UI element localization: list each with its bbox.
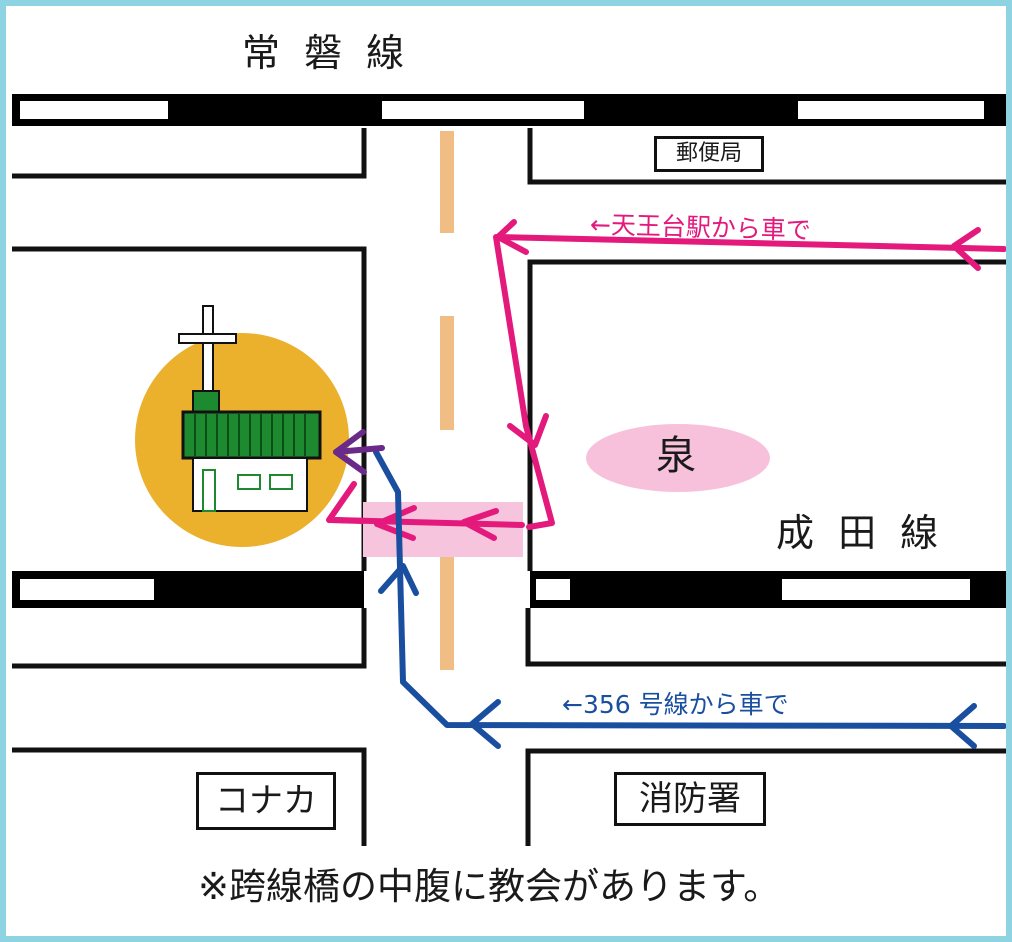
street-blocks: [12, 128, 1006, 846]
post-office-label: 郵便局: [654, 136, 764, 172]
pink-route: [326, 219, 1006, 541]
joban-railway: [12, 94, 1006, 126]
blue-route: [373, 449, 1006, 749]
church-entrance-arrow: [333, 429, 385, 475]
road-center-line: [440, 131, 454, 670]
joban-line-label: 常 磐 線: [242, 31, 411, 75]
pink-route-label: ←天王台駅から車で: [589, 210, 812, 245]
fountain-area: [586, 424, 770, 492]
fire-station-label: 消防署: [614, 772, 766, 826]
narita-line-label: 成 田 線: [776, 511, 945, 555]
fountain-label: 泉: [656, 433, 696, 479]
church-location-note: ※跨線橋の中腹に教会があります。: [198, 865, 781, 908]
narita-railway: [12, 571, 1006, 608]
blue-route-label: ←356 号線から車で: [562, 690, 789, 719]
map-drawing: [12, 94, 1006, 846]
church: [135, 305, 349, 547]
church-roof: [181, 410, 322, 460]
konaka-label: コナカ: [196, 772, 336, 830]
